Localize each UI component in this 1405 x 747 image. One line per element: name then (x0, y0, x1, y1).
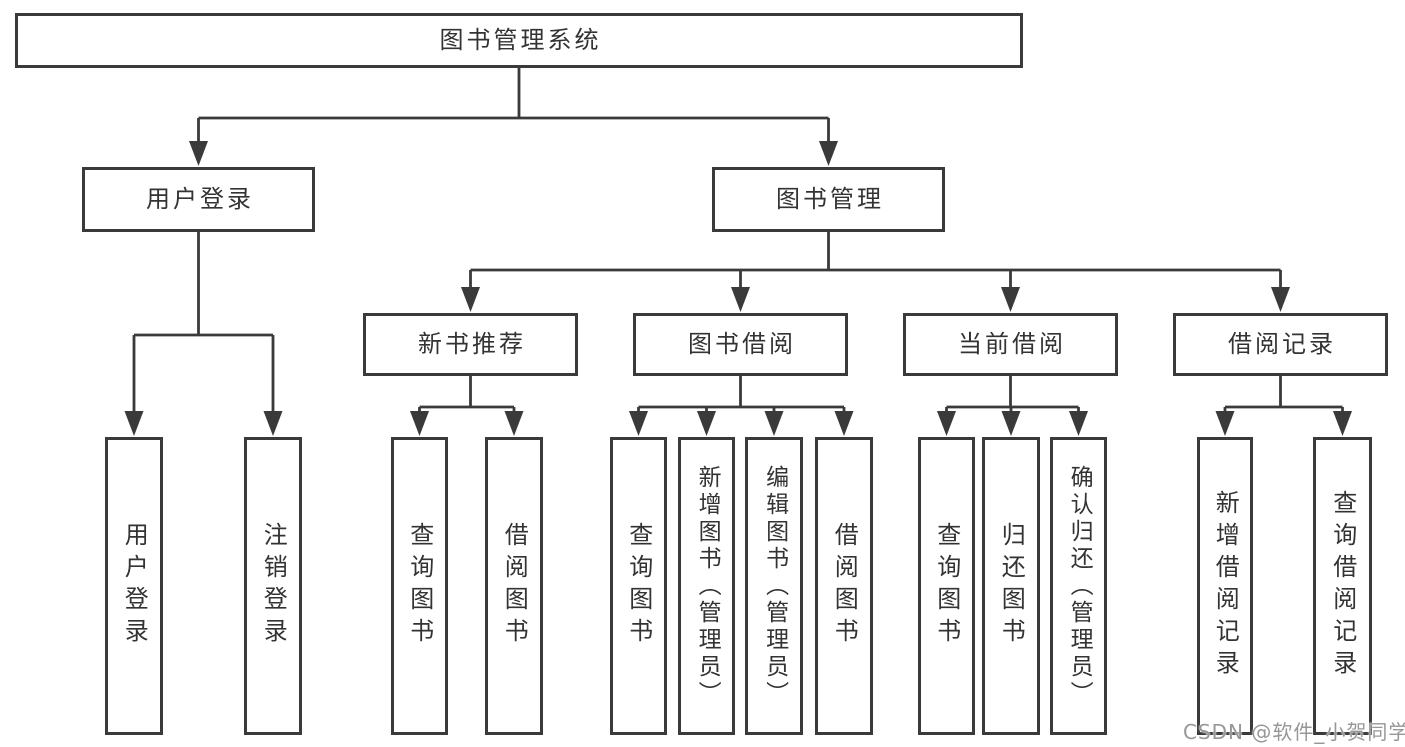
node-library-system: 图书管理系统 (15, 13, 1023, 68)
node-borrow-records: 借阅记录 (1173, 313, 1388, 376)
leaf-user-login: 用户登录 (105, 437, 163, 735)
leaf-query-book-1: 查询图书 (391, 437, 448, 735)
leaf-confirm-return-admin: 确认归还（管理员） (1050, 437, 1107, 735)
leaf-borrow-book-2: 借阅图书 (815, 437, 873, 735)
leaf-borrow-book-1: 借阅图书 (485, 437, 543, 735)
node-new-book-recommend: 新书推荐 (363, 313, 578, 376)
node-current-borrow: 当前借阅 (903, 313, 1118, 376)
leaf-query-book-3: 查询图书 (918, 437, 975, 735)
leaf-add-borrow-record: 新增借阅记录 (1197, 437, 1253, 735)
leaf-logout: 注销登录 (244, 437, 302, 735)
leaf-return-book: 归还图书 (982, 437, 1040, 735)
node-user-login-branch: 用户登录 (82, 167, 315, 232)
leaf-add-book-admin: 新增图书（管理员） (678, 437, 735, 735)
leaf-query-borrow-record: 查询借阅记录 (1313, 437, 1372, 735)
watermark-text: CSDN @软件_小贺同学 (1183, 720, 1405, 744)
leaf-query-book-2: 查询图书 (610, 437, 667, 735)
node-book-borrow: 图书借阅 (633, 313, 848, 376)
node-book-management-branch: 图书管理 (712, 167, 945, 232)
leaf-edit-book-admin: 编辑图书（管理员） (745, 437, 803, 735)
